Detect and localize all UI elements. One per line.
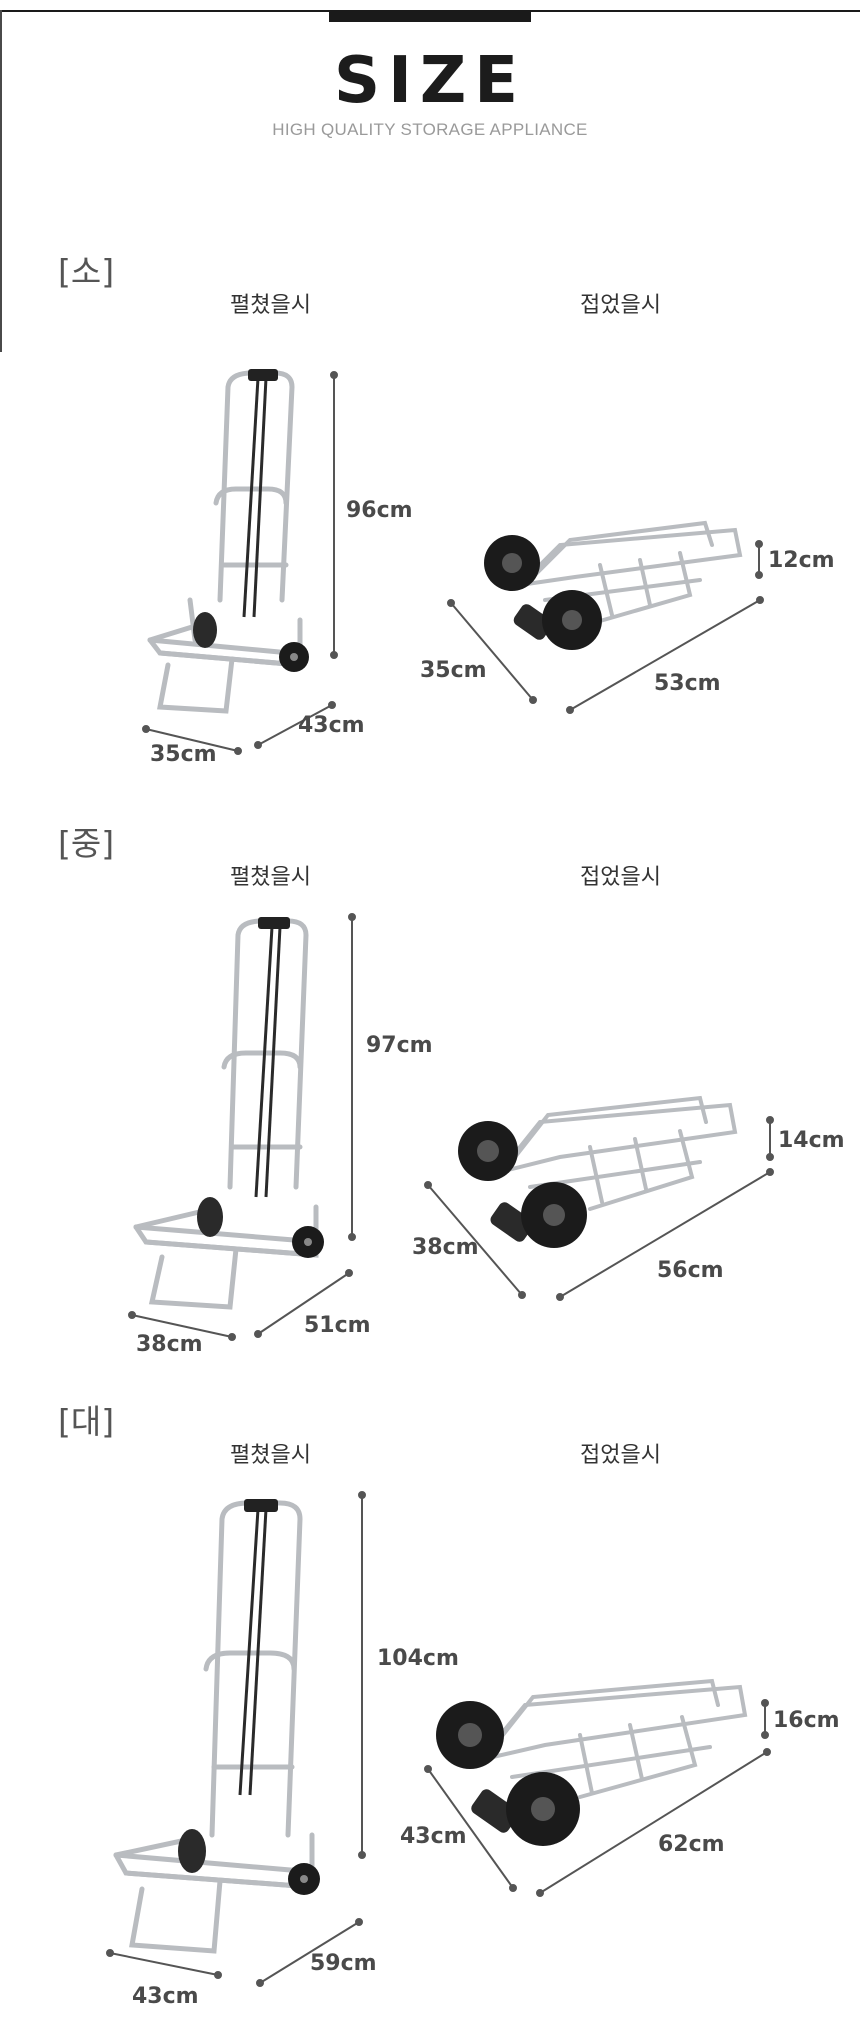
- size-section-small: [소] 펼쳤을시 접었을시: [0, 245, 860, 805]
- dimension-lines-folded: [424, 1116, 774, 1301]
- handle-grip: [490, 1202, 534, 1242]
- handle-grip: [513, 604, 553, 640]
- dim-folded-width: 35cm: [420, 658, 487, 683]
- dim-open-width: 43cm: [132, 1984, 199, 2009]
- wheel-hub: [304, 1238, 312, 1246]
- page-subtitle: HIGH QUALITY STORAGE APPLIANCE: [272, 120, 588, 139]
- folded-caption: 접었을시: [580, 293, 661, 318]
- dimension-lines-folded: [447, 540, 764, 714]
- dimension-lines-open: [142, 371, 338, 755]
- open-cart-illustration: [133, 918, 319, 1310]
- dim-folded-width: 38cm: [412, 1235, 479, 1260]
- wheel-hub: [458, 1723, 482, 1747]
- size-section-large: [대] 펼쳤을시 접었을시 104cm 5: [0, 1395, 860, 2009]
- cart-dimension-drawing: 96cm 43cm 35cm 12cm 53cm 35cm: [142, 369, 835, 767]
- wheel-icon: [197, 1197, 223, 1237]
- dim-open-width: 35cm: [150, 742, 217, 767]
- wheel-hub: [531, 1797, 555, 1821]
- wheel-hub: [300, 1875, 308, 1883]
- page-title: SIZE: [333, 44, 527, 118]
- wheel-hub: [562, 610, 582, 630]
- wheel-hub: [543, 1204, 565, 1226]
- dim-folded-height: 14cm: [778, 1128, 845, 1153]
- bungee-cord: [238, 1508, 268, 1796]
- folded-caption: 접었을시: [580, 1443, 661, 1468]
- folded-cart-illustration: [494, 1095, 738, 1211]
- handle-grip: [248, 369, 278, 381]
- folded-cart-illustration: [474, 1678, 748, 1799]
- open-cart-illustration: [113, 1500, 315, 1954]
- dim-folded-height: 16cm: [773, 1708, 840, 1733]
- wheel-hub: [290, 653, 298, 661]
- dim-folded-length: 56cm: [657, 1258, 724, 1283]
- dimension-lines-folded: [424, 1699, 771, 1897]
- top-tab-accent: [329, 10, 531, 22]
- size-label: [소]: [58, 252, 115, 291]
- size-section-medium: [중] 펼쳤을시 접었을시 97cm 51: [0, 817, 860, 1377]
- dim-open-height: 104cm: [377, 1646, 459, 1671]
- folded-caption: 접었을시: [580, 865, 661, 890]
- bungee-cord: [254, 926, 282, 1198]
- open-caption: 펼쳤을시: [230, 865, 311, 890]
- wheel-hub: [502, 553, 522, 573]
- folded-cart-illustration: [514, 520, 743, 623]
- dim-open-depth: 59cm: [310, 1951, 377, 1976]
- dim-folded-length: 53cm: [654, 671, 721, 696]
- dim-folded-width: 43cm: [400, 1824, 467, 1849]
- handle-grip: [244, 1499, 278, 1512]
- bungee-cord: [242, 377, 268, 618]
- size-label: [중]: [58, 824, 115, 863]
- left-accent-line: [0, 10, 2, 352]
- dim-open-depth: 43cm: [298, 713, 365, 738]
- dim-folded-length: 62cm: [658, 1832, 725, 1857]
- handle-grip: [258, 917, 290, 929]
- dim-open-height: 96cm: [346, 498, 413, 523]
- dim-open-depth: 51cm: [304, 1313, 371, 1338]
- open-caption: 펼쳤을시: [230, 1443, 311, 1468]
- dim-open-width: 38cm: [136, 1332, 203, 1357]
- size-label: [대]: [58, 1402, 115, 1441]
- wheel-icon: [193, 612, 217, 648]
- dim-folded-height: 12cm: [768, 548, 835, 573]
- dimension-lines-open: [128, 913, 356, 1341]
- cart-dimension-drawing: 104cm 59cm 43cm 16cm 62cm 43cm: [106, 1491, 840, 2009]
- wheel-icon: [178, 1829, 206, 1873]
- open-cart-illustration: [147, 370, 303, 714]
- cart-dimension-drawing: 97cm 51cm 38cm 14cm 56cm 38cm: [128, 913, 845, 1357]
- dimension-lines-open: [106, 1491, 366, 1987]
- wheel-hub: [477, 1140, 499, 1162]
- open-caption: 펼쳤을시: [230, 293, 311, 318]
- dim-open-height: 97cm: [366, 1033, 433, 1058]
- handle-grip: [471, 1789, 519, 1833]
